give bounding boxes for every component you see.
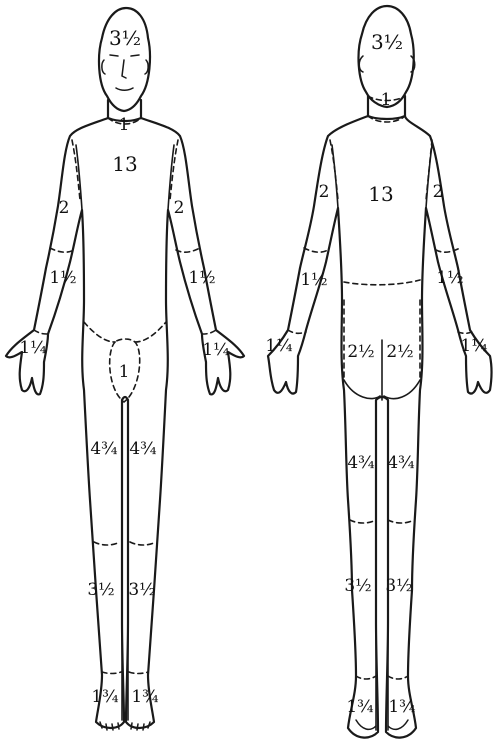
front-neck-label: 1 — [119, 115, 130, 135]
back-buttock-l — [344, 380, 380, 399]
back-forearm-left-label: 1½ — [300, 270, 327, 290]
front-genitals-label: 1 — [119, 362, 130, 382]
front-knee-l — [94, 542, 120, 545]
back-buttock-left-label: 2½ — [347, 342, 374, 362]
front-knee-r — [130, 542, 156, 545]
back-foot-right-label: 1¾ — [388, 697, 415, 717]
back-figure — [268, 6, 492, 738]
front-wrist-l — [34, 330, 48, 334]
back-hand-left-label: 1¼ — [265, 336, 292, 356]
front-foot-right-label: 1¾ — [131, 687, 158, 707]
front-face — [102, 55, 148, 90]
front-head-label: 3½ — [109, 26, 141, 50]
front-ankle-r — [129, 672, 148, 674]
back-heel-r — [388, 720, 408, 729]
back-elbow-r — [436, 248, 460, 252]
back-trunk-label: 13 — [368, 182, 393, 206]
front-thigh-left-label: 4¾ — [90, 439, 117, 459]
back-head-label: 3½ — [371, 30, 403, 54]
front-leg-right-label: 3½ — [128, 580, 155, 600]
front-forearm-right-label: 1½ — [188, 268, 215, 288]
back-thigh-left-label: 4¾ — [347, 453, 374, 473]
back-wrist-l — [288, 330, 306, 333]
front-forearm-left-label: 1½ — [49, 268, 76, 288]
back-knee-r — [388, 520, 414, 523]
back-heel-l — [356, 720, 376, 729]
front-upper-arm-right-label: 2 — [174, 198, 185, 218]
back-head-ear-l — [359, 56, 363, 72]
front-wrist-r — [202, 330, 216, 334]
back-knee-l — [350, 520, 376, 523]
front-thigh-right-label: 4¾ — [129, 439, 156, 459]
front-leg-left-label: 3½ — [87, 580, 114, 600]
front-hand-left-label: 1¼ — [19, 338, 46, 358]
back-upper-arm-left-label: 2 — [319, 182, 330, 202]
back-upper-arm-right-label: 2 — [433, 182, 444, 202]
back-leg-right-label: 3½ — [385, 576, 412, 596]
front-foot-left-label: 1¾ — [91, 687, 118, 707]
back-buttock-right-label: 2½ — [386, 342, 413, 362]
front-upper-arm-left-label: 2 — [59, 198, 70, 218]
back-buttock-r — [384, 380, 420, 399]
front-trunk-label: 13 — [112, 152, 137, 176]
back-ankle-l — [356, 676, 376, 679]
front-elbow-l — [50, 248, 74, 252]
back-forearm-right-label: 1½ — [436, 268, 463, 288]
back-waist-line — [344, 280, 420, 285]
back-thigh-right-label: 4¾ — [387, 453, 414, 473]
front-ankle-l — [102, 672, 121, 674]
front-body-outline — [6, 118, 244, 728]
back-ankle-r — [388, 676, 408, 679]
back-body-outline — [268, 116, 492, 738]
back-leg-left-label: 3½ — [344, 576, 371, 596]
front-hand-right-label: 1¼ — [202, 340, 229, 360]
back-foot-left-label: 1¾ — [346, 697, 373, 717]
back-hand-right-label: 1¼ — [460, 336, 487, 356]
back-neck-label: 1 — [381, 90, 392, 110]
front-elbow-r — [176, 248, 200, 252]
front-labels: 3½ 1 13 2 2 1½ 1½ 1¼ 1¼ 1 4¾ 4¾ 3½ 3½ 1¾… — [19, 26, 229, 707]
back-elbow-l — [304, 248, 328, 252]
